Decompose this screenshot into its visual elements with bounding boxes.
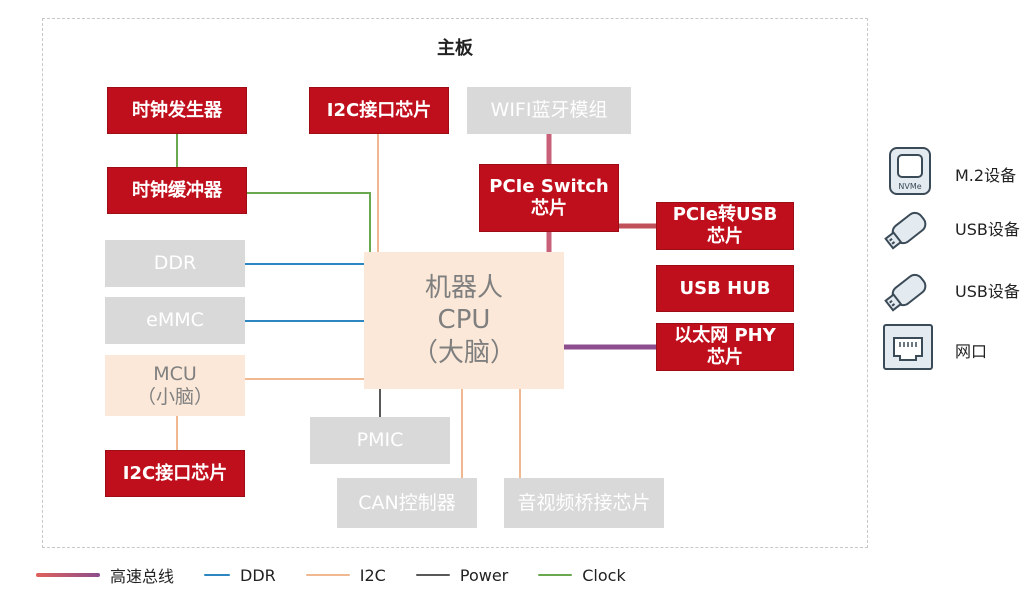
usb-stick-icon <box>884 211 927 250</box>
legend-power: Power <box>415 565 509 585</box>
legend-i2c-swatch <box>305 574 350 576</box>
mcu-chip: MCU （小脑） <box>105 355 245 416</box>
can-controller-chip: CAN控制器 <box>337 478 477 528</box>
usb-hub-chip: USB HUB <box>656 265 794 312</box>
board-title: 主板 <box>437 38 473 59</box>
legend-power-swatch <box>415 574 450 576</box>
legend-ddr: DDR <box>204 566 276 585</box>
nvme-drive-icon: NVMe <box>889 147 931 195</box>
clock-buffer-chip: 时钟缓冲器 <box>107 167 247 214</box>
legend-clock-swatch <box>538 574 573 576</box>
legend-ddr-swatch <box>204 574 231 576</box>
mainboard-outline <box>42 18 868 548</box>
pcie-switch-chip: PCIe Switch 芯片 <box>479 164 619 232</box>
legend-clock: Clock <box>538 565 626 585</box>
legend-i2c-label: I2C <box>359 565 386 585</box>
emmc-chip: eMMC <box>105 297 245 344</box>
legend-high-speed-swatch <box>36 573 100 577</box>
usb-device-label-1: USB设备 <box>955 220 1020 239</box>
legend-high-speed: 高速总线 <box>36 563 174 587</box>
legend-high-speed-label: 高速总线 <box>110 567 175 586</box>
i2c-interface-chip-left: I2C接口芯片 <box>105 450 245 497</box>
clock-line-buf-cpu <box>247 192 371 252</box>
network-port-label: 网口 <box>955 342 988 361</box>
i2c-interface-chip-top: I2C接口芯片 <box>309 87 449 134</box>
clock-generator-chip: 时钟发生器 <box>107 87 247 134</box>
cpu-chip: 机器人 CPU （大脑） <box>364 252 564 389</box>
ethernet-phy-chip: 以太网 PHY 芯片 <box>656 323 794 371</box>
svg-text:NVMe: NVMe <box>898 182 921 191</box>
legend-i2c: I2C <box>305 565 386 585</box>
av-bridge-chip: 音视频桥接芯片 <box>504 478 664 528</box>
m2-device-label: M.2设备 <box>955 166 1017 185</box>
legend-clock-label: Clock <box>582 565 626 585</box>
wifi-bluetooth-module: WIFI蓝牙模组 <box>467 87 631 134</box>
legend-power-label: Power <box>459 565 509 585</box>
legend: 高速总线 DDR I2C Power Clock <box>36 563 656 587</box>
ddr-chip: DDR <box>105 240 245 287</box>
pmic-chip: PMIC <box>310 417 450 464</box>
usb-stick-icon <box>884 273 927 312</box>
legend-ddr-label: DDR <box>240 565 276 585</box>
ethernet-port-icon <box>883 324 933 370</box>
usb-device-label-2: USB设备 <box>955 282 1020 301</box>
pcie-to-usb-chip: PCIe转USB 芯片 <box>656 202 794 250</box>
